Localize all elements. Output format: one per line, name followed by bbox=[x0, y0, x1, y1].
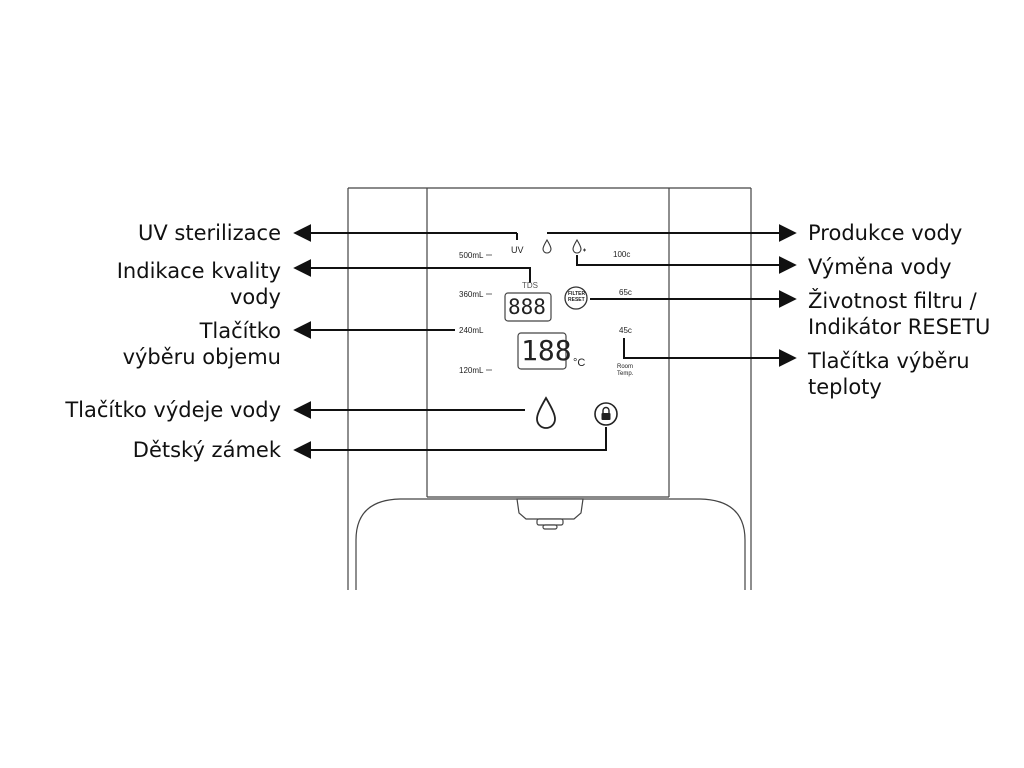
water-nozzle bbox=[516, 498, 584, 530]
tds-label: TDS bbox=[522, 281, 538, 290]
lock-icon[interactable] bbox=[594, 402, 618, 426]
temp-65-button[interactable]: 65c bbox=[619, 288, 632, 297]
water-exchange-label: Výměna vody bbox=[808, 255, 952, 279]
water-production-label: Produkce vody bbox=[808, 221, 963, 245]
volume-240-button[interactable]: 240mL bbox=[459, 326, 484, 335]
volume-select-label: Tlačítko výběru objemu bbox=[123, 318, 281, 370]
temperature-select-label-line2: teploty bbox=[808, 375, 882, 399]
volume-select-label-line2: výběru objemu bbox=[122, 345, 281, 369]
filter-reset-button[interactable] bbox=[564, 286, 588, 310]
temperature-display bbox=[517, 332, 567, 370]
temperature-digits: 188 bbox=[521, 334, 572, 367]
lock-callout-line bbox=[293, 427, 607, 459]
filter-reset-text-line2: RESET bbox=[568, 297, 585, 303]
temp-45-button[interactable]: 45c bbox=[619, 326, 632, 335]
exchange-callout-line bbox=[576, 255, 797, 274]
water-quality-label: Indikace kvality vody bbox=[117, 258, 281, 310]
filter-reset-text-line1: FILTER bbox=[568, 291, 586, 297]
temperature-callout-line bbox=[623, 338, 797, 367]
temp-100-button[interactable]: 100c bbox=[613, 250, 631, 259]
drop-small-icon bbox=[542, 238, 552, 254]
room-temp-line2[interactable]: Temp. bbox=[617, 371, 634, 377]
drop-icon[interactable] bbox=[536, 396, 556, 429]
drop-exchange-icon bbox=[572, 238, 586, 254]
temperature-select-label: Tlačítka výběru teploty bbox=[808, 348, 970, 400]
volume-500-button[interactable]: 500mL bbox=[459, 251, 484, 260]
water-quality-label-line1: Indikace kvality bbox=[116, 259, 281, 283]
filter-life-label: Životnost filtru / Indikátor RESETU bbox=[808, 288, 990, 340]
volume-120-button[interactable]: 120mL bbox=[459, 366, 484, 375]
room-temp-line1[interactable]: Room bbox=[617, 364, 634, 370]
temperature-select-label-line1: Tlačítka výběru bbox=[808, 349, 970, 373]
temperature-unit: °C bbox=[573, 357, 586, 369]
uv-sterilization-label: UV sterilizace bbox=[137, 221, 281, 245]
volume-360-button[interactable]: 360mL bbox=[459, 290, 484, 299]
water-quality-label-line2: vody bbox=[229, 285, 281, 309]
uv-indicator: UV bbox=[511, 245, 524, 255]
quality-callout-line bbox=[293, 259, 531, 283]
filter-life-label-line2: Indikátor RESETU bbox=[808, 315, 991, 339]
volume-select-label-line1: Tlačítko bbox=[199, 319, 281, 343]
tds-digits: 888 bbox=[508, 295, 546, 319]
filter-life-label-line1: Životnost filtru / bbox=[808, 289, 977, 313]
tds-display bbox=[504, 292, 552, 322]
child-lock-label: Dětský zámek bbox=[132, 438, 281, 462]
dispense-label: Tlačítko výdeje vody bbox=[65, 398, 281, 422]
